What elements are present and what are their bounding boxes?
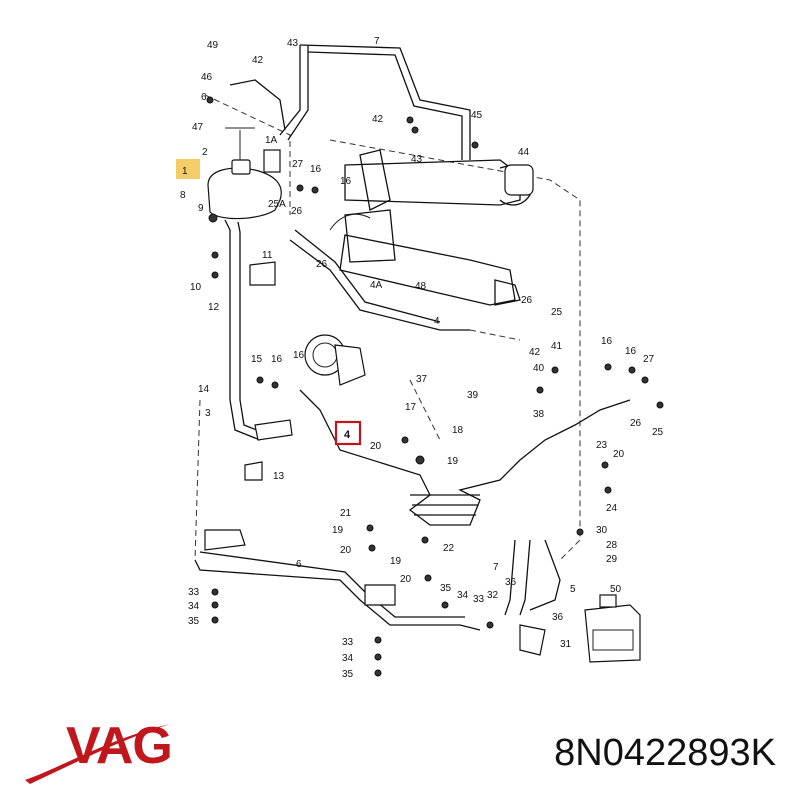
callout-39: 39: [467, 390, 479, 401]
callout-34-c: 34: [342, 653, 354, 664]
callout-40: 40: [533, 363, 545, 374]
callout-20-c: 20: [340, 545, 352, 556]
callout-42: 42: [252, 55, 264, 66]
callout-47: 47: [192, 122, 204, 133]
callout-7: 7: [374, 36, 380, 47]
callout-12: 12: [208, 302, 220, 313]
vag-logo-swoosh: [25, 724, 170, 784]
callout-21: 21: [340, 508, 352, 519]
callout-20-d: 20: [400, 574, 412, 585]
callout-46: 46: [201, 72, 213, 83]
callout-labels: 49 43 7 42 46 6 42 43 45 44 47 2 1A 27 1…: [180, 36, 664, 680]
callout-34-b: 34: [457, 590, 469, 601]
fluid-container: [584, 594, 641, 663]
callout-42-b: 42: [372, 114, 384, 125]
hydraulic-lines: [194, 44, 631, 631]
callout-13: 13: [273, 471, 285, 482]
callout-29: 29: [606, 554, 618, 565]
callout-32: 32: [487, 590, 499, 601]
callout-25A: 25A: [268, 199, 286, 210]
brackets: [204, 261, 546, 656]
callout-20-b: 20: [613, 449, 625, 460]
callout-33-c: 33: [342, 637, 354, 648]
callout-33-b: 33: [473, 594, 485, 605]
callout-2: 2: [202, 147, 208, 158]
callout-49: 49: [207, 40, 219, 51]
callout-8: 8: [180, 190, 186, 201]
callout-43-b: 43: [411, 154, 423, 165]
callout-44: 44: [518, 147, 530, 158]
callout-22: 22: [443, 543, 455, 554]
callout-4: 4: [434, 316, 440, 327]
callout-43: 43: [287, 38, 299, 49]
callout-37: 37: [416, 374, 428, 385]
callout-17: 17: [405, 402, 417, 413]
callout-19-c: 19: [390, 556, 402, 567]
callout-42-c: 42: [529, 347, 541, 358]
callout-34: 34: [188, 601, 200, 612]
callout-25-b: 25: [652, 427, 664, 438]
callout-9: 9: [198, 203, 204, 214]
callout-10: 10: [190, 282, 202, 293]
pump: [304, 334, 366, 386]
callout-35: 35: [188, 616, 200, 627]
part-number: 8N0422893K: [554, 732, 776, 774]
callout-16-f: 16: [625, 346, 637, 357]
callout-50: 50: [610, 584, 622, 595]
callout-27-b: 27: [643, 354, 655, 365]
callout-16-e: 16: [601, 336, 613, 347]
highlight-box: [334, 420, 362, 446]
callout-5: 5: [570, 584, 576, 595]
callout-33: 33: [188, 587, 200, 598]
callout-4A: 4A: [370, 280, 383, 291]
steering-rack: [329, 149, 534, 306]
callout-35-c: 35: [342, 669, 354, 680]
callout-20: 20: [370, 441, 382, 452]
callout-36: 36: [505, 577, 517, 588]
callout-3: 3: [205, 408, 211, 419]
callout-6-b: 6: [296, 559, 302, 570]
callout-26-c: 26: [521, 295, 533, 306]
callout-48: 48: [415, 281, 427, 292]
callout-16-b: 16: [340, 176, 352, 187]
callout-36-b: 36: [552, 612, 564, 623]
callout-16-c: 16: [271, 354, 283, 365]
callout-28: 28: [606, 540, 618, 551]
callout-6: 6: [201, 92, 207, 103]
callout-1A: 1A: [265, 135, 278, 146]
callout-18: 18: [452, 425, 464, 436]
reference-lines: [194, 94, 581, 561]
callout-16-d: 16: [293, 350, 305, 361]
callout-7-b: 7: [493, 562, 499, 573]
callout-27: 27: [292, 159, 304, 170]
callout-30: 30: [596, 525, 608, 536]
callout-25: 25: [551, 307, 563, 318]
callout-38: 38: [533, 409, 545, 420]
callout-45: 45: [471, 110, 483, 121]
callout-26: 26: [291, 206, 303, 217]
callout-14: 14: [198, 384, 210, 395]
callout-26-d: 26: [630, 418, 642, 429]
callout-31: 31: [560, 639, 572, 650]
brand-logo-text: VAG: [66, 717, 173, 775]
callout-23: 23: [596, 440, 608, 451]
fasteners: [206, 96, 664, 677]
callout-19: 19: [447, 456, 459, 467]
callout-24: 24: [606, 503, 618, 514]
highlight-box-label: 4: [344, 429, 351, 441]
highlight-marker: [176, 159, 200, 179]
highlight-marker-label: 1: [182, 166, 188, 177]
callout-19-b: 19: [332, 525, 344, 536]
reservoir: [207, 127, 282, 220]
callout-35-b: 35: [440, 583, 452, 594]
callout-41: 41: [551, 341, 563, 352]
callout-16: 16: [310, 164, 322, 175]
callout-11: 11: [262, 250, 273, 261]
callout-26-b: 26: [316, 259, 328, 270]
callout-15: 15: [251, 354, 263, 365]
